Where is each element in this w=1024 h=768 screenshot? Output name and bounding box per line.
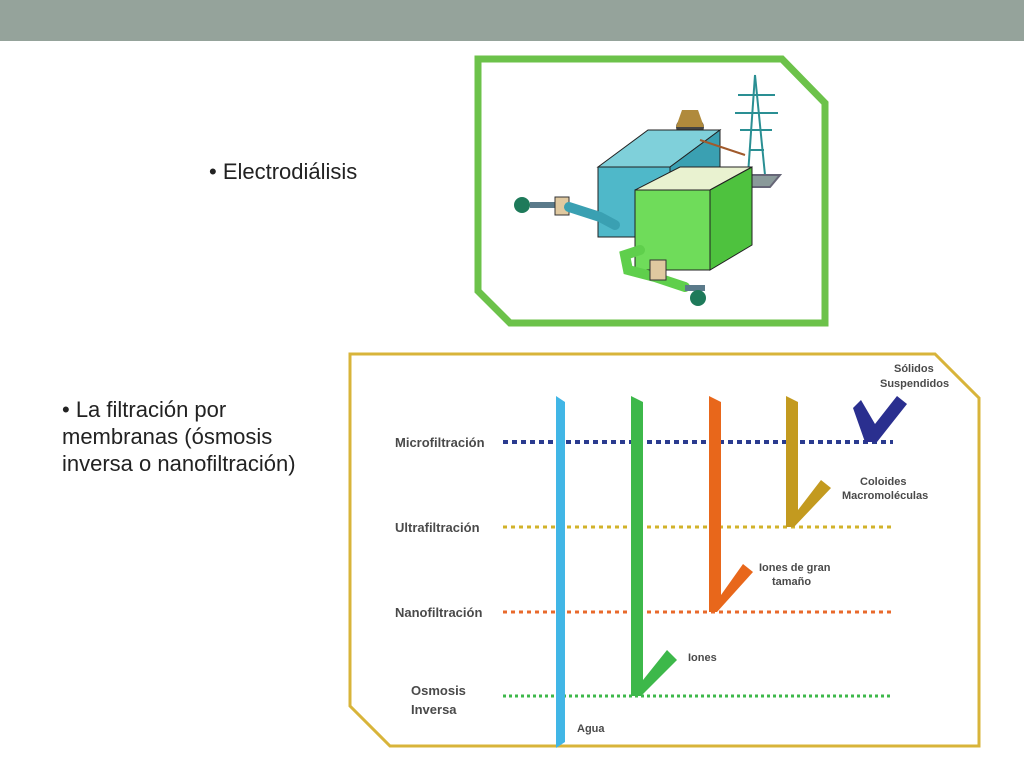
coloides-label-line2: Macromoléculas — [842, 490, 928, 502]
iones-label: Iones — [688, 652, 717, 664]
bullet-electrodialysis-text: • Electrodiálisis — [209, 159, 358, 184]
reverse-osmosis-label-line2: Inversa — [411, 702, 457, 717]
solidos-arrow — [853, 396, 907, 442]
microfiltration-label: Microfiltración — [395, 435, 485, 450]
title-bar — [0, 0, 1024, 41]
iones-arrow — [631, 396, 677, 696]
iones-gran-arrow — [709, 396, 753, 612]
electrodialysis-illustration — [474, 55, 829, 327]
power-wire — [699, 139, 746, 156]
agua-label: Agua — [577, 723, 605, 735]
bullet-electrodialysis: • Electrodiálisis — [209, 158, 357, 185]
solidos-label-line2: Suspendidos — [880, 378, 949, 390]
outlet-pipe — [619, 245, 706, 306]
green-tank — [634, 166, 753, 271]
nanofiltration-label: Nanofiltración — [395, 605, 482, 620]
iones-gran-label-line2: tamaño — [772, 576, 811, 588]
reverse-osmosis-label-line1: Osmosis — [411, 683, 466, 698]
coloides-label-line1: Coloides — [860, 476, 906, 488]
bullet-membrane-filtration: • La filtración por membranas (ósmosis i… — [62, 396, 352, 477]
inlet-pipe — [514, 196, 620, 230]
bullet-membrane-line3: inversa o nanofiltración) — [62, 451, 296, 476]
solidos-label-line1: Sólidos — [894, 363, 934, 375]
bullet-membrane-line1: • La filtración por — [62, 397, 227, 422]
bullet-membrane-line2: membranas (ósmosis — [62, 424, 273, 449]
iones-gran-label-line1: Iones de gran — [759, 562, 831, 574]
agua-arrow — [556, 396, 565, 748]
membrane-filtration-diagram: Microfiltración Ultrafiltración Nanofilt… — [348, 352, 981, 748]
coloides-arrow — [786, 396, 831, 527]
diagram-frame — [348, 352, 981, 748]
ultrafiltration-label: Ultrafiltración — [395, 520, 480, 535]
